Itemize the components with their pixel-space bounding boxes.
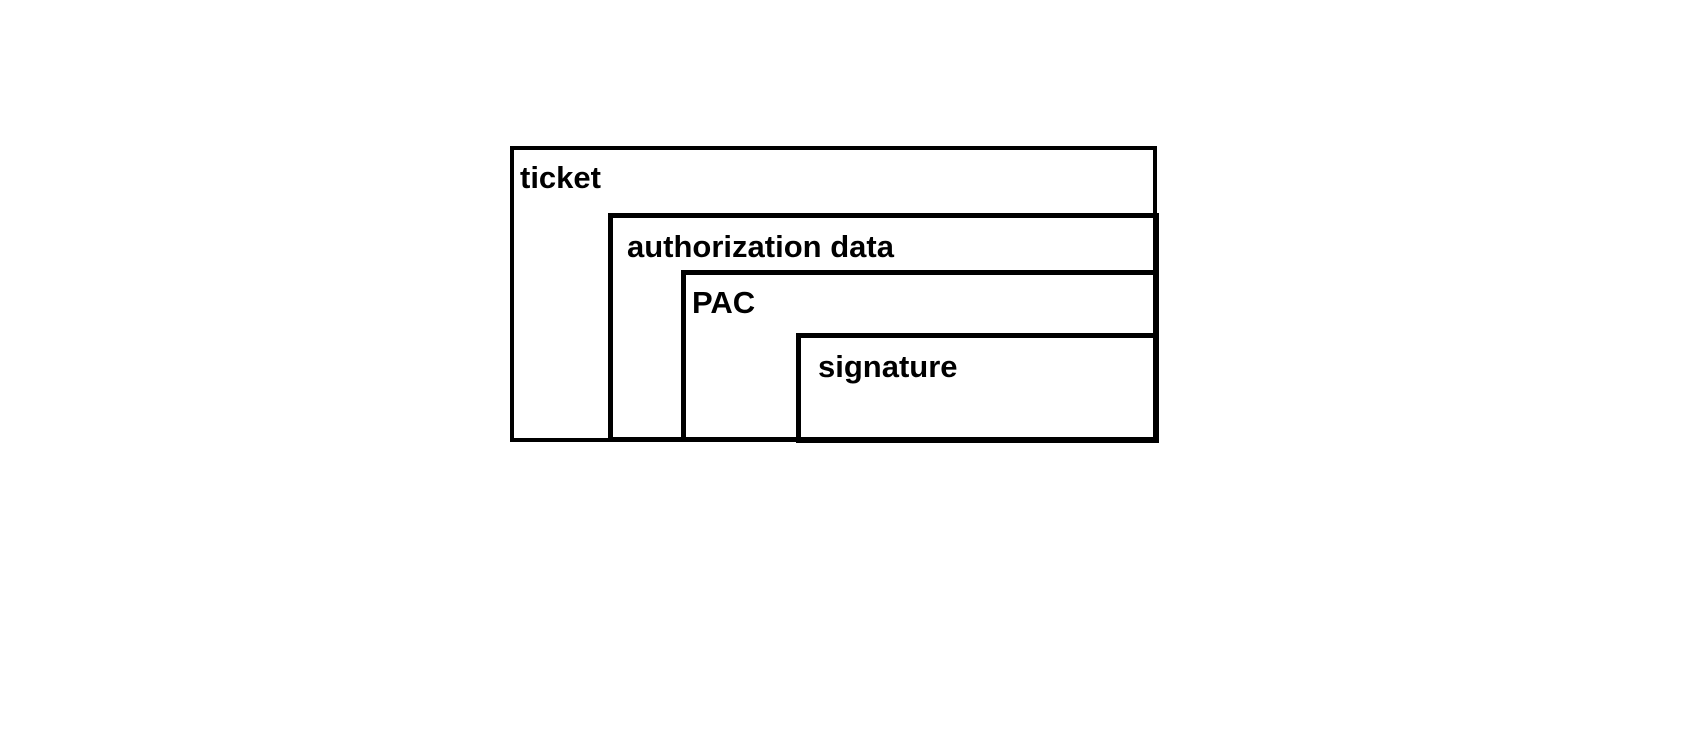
ticket-label: ticket: [520, 160, 601, 195]
signature-box: signature: [796, 333, 1159, 443]
authorization-data-label: authorization data: [627, 229, 894, 264]
ticket-box: ticket authorization data PAC signature: [510, 146, 1159, 443]
authorization-data-box: authorization data PAC signature: [608, 213, 1159, 443]
pac-label: PAC: [692, 285, 756, 320]
signature-label: signature: [818, 349, 958, 384]
pac-box: PAC signature: [681, 270, 1159, 443]
